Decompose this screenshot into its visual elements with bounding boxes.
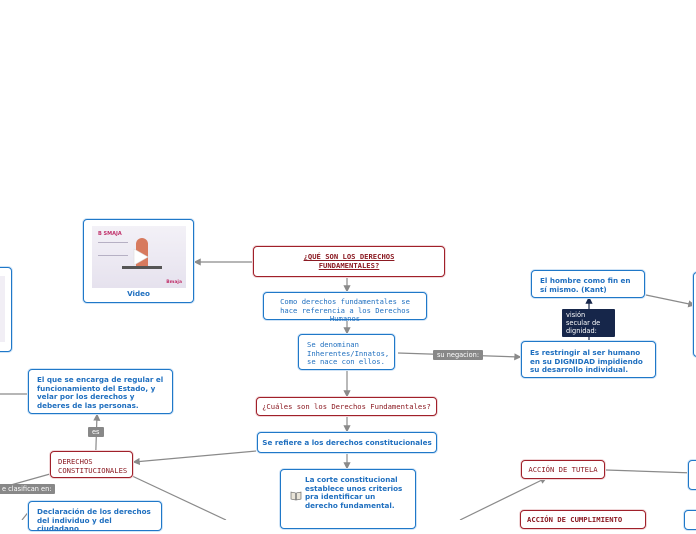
hombre-text: El hombre como fin en sí mismo. (Kant) [540,276,631,294]
video-thumbnail[interactable]: B SMAJA Bmaja [92,226,186,288]
declaracion-text: Declaración de los derechos del individu… [37,507,151,534]
link-hombre-right [645,294,696,308]
link-corte-tutela [459,477,548,520]
node-main-question[interactable]: ¿QUÉ SON LOS DERECHOS FUNDAMENTALES? [253,246,445,277]
ref-text: Como derechos fundamentales se hace refe… [280,297,410,324]
thumb-desk [122,266,162,269]
label-negacion: su negacion: [433,350,484,360]
link-refiere-constitucionales [132,450,257,466]
thumb-title: B SMAJA [98,231,122,237]
label-clasifican: e clasifican en: [0,484,56,494]
corte-text: La corte constitucional establece unos c… [305,475,403,510]
encarga-text: El que se encarga de regular el funciona… [37,375,164,410]
video-label: Video [127,289,150,298]
cumplimiento-text: ACCIÓN DE CUMPLIMIENTO [527,515,623,524]
node-restringir[interactable]: Es restringir al ser humano en su DIGNID… [521,341,656,378]
constitucionales-text: DERECHOS CONSTITUCIONALES [58,457,128,475]
node-cuales[interactable]: ¿Cuáles son los Derechos Fundamentales? [256,397,437,416]
node-ref[interactable]: Como derechos fundamentales se hace refe… [263,292,427,323]
refiere-text: Se refiere a los derechos constitucional… [262,438,432,447]
offscreen-node-left[interactable] [0,267,12,352]
thumb-logo: Bmaja [166,280,182,285]
node-tutela[interactable]: ACCIÓN DE TUTELA [521,460,605,479]
video-node[interactable]: B SMAJA Bmaja Video [83,219,194,303]
node-constitucionales[interactable]: DERECHOS CONSTITUCIONALES [50,451,133,478]
restringir-text: Es restringir al ser humano en su DIGNID… [530,348,643,375]
label-es: es [88,427,104,437]
node-corte[interactable]: La corte constitucional establece unos c… [280,469,416,529]
offscreen-image [0,276,5,342]
main-question-text: ¿QUÉ SON LOS DERECHOS FUNDAMENTALES? [303,252,395,270]
denom-text: Se denominan Inherentes/Innatos, se nace… [307,340,390,367]
offscreen-node-right-top[interactable] [693,272,696,357]
link-tutela-right [605,469,696,477]
link-constitucionales-down [129,474,227,520]
node-denom[interactable]: Se denominan Inherentes/Innatos, se nace… [298,334,395,370]
node-hombre[interactable]: El hombre como fin en sí mismo. (Kant) [531,270,645,298]
tutela-text: ACCIÓN DE TUTELA [528,465,598,474]
book-icon [290,491,302,501]
offscreen-node-right-corner[interactable] [684,510,696,530]
node-encarga[interactable]: El que se encarga de regular el funciona… [28,369,173,414]
offscreen-node-right-bottom[interactable] [688,460,696,490]
node-refiere[interactable]: Se refiere a los derechos constitucional… [257,432,437,453]
play-icon[interactable] [130,247,150,267]
cuales-text: ¿Cuáles son los Derechos Fundamentales? [262,402,431,411]
thumb-lines [98,242,128,256]
node-declaracion[interactable]: Declaración de los derechos del individu… [28,501,162,534]
label-vision: visión secular de dignidad: [562,309,615,337]
